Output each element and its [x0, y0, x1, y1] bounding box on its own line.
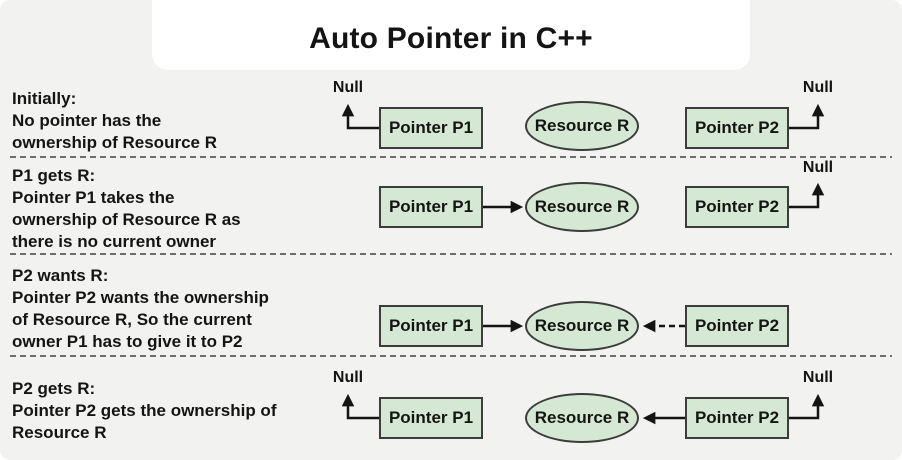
caption-line: ownership of Resource R — [12, 133, 217, 152]
row4-p1-null-arrow — [341, 393, 379, 420]
pointer-p1-node: Pointer P1 — [379, 107, 483, 149]
row2-p2-null-arrow — [789, 182, 825, 209]
title-card: Auto Pointer in C++ — [152, 0, 750, 70]
caption-line: ownership of Resource R as — [12, 210, 241, 229]
resource-r-node: Resource R — [525, 101, 639, 151]
caption-line: Initially: — [12, 89, 77, 108]
pointer-p2-node: Pointer P2 — [685, 397, 789, 439]
row4-p2-null-arrow — [789, 393, 825, 420]
caption-p2-gets-r: P2 gets R: Pointer P2 gets the ownership… — [12, 378, 276, 444]
caption-line: P1 gets R: — [12, 166, 96, 185]
null-label: Null — [802, 79, 834, 96]
resource-r-node: Resource R — [525, 301, 639, 351]
caption-line: P2 wants R: — [12, 266, 109, 285]
caption-initially: Initially: No pointer has the ownership … — [12, 88, 217, 154]
caption-line: Pointer P2 wants the ownership — [12, 288, 269, 307]
caption-p2-wants-r: P2 wants R: Pointer P2 wants the ownersh… — [12, 265, 269, 353]
resource-r-node: Resource R — [525, 393, 639, 443]
null-label: Null — [802, 159, 834, 176]
caption-line: there is no current owner — [12, 232, 217, 251]
caption-line: Resource R — [12, 423, 107, 442]
pointer-p2-node: Pointer P2 — [685, 305, 789, 347]
pointer-p2-node: Pointer P2 — [685, 107, 789, 149]
row1-p1-null-arrow — [341, 103, 379, 130]
caption-line: Pointer P2 gets the ownership of — [12, 401, 277, 420]
pointer-p1-node: Pointer P1 — [379, 305, 483, 347]
caption-line: No pointer has the — [12, 111, 162, 130]
caption-line: owner P1 has to give it to P2 — [12, 332, 243, 351]
caption-line: Pointer P1 takes the — [12, 188, 175, 207]
pointer-p2-node: Pointer P2 — [685, 186, 789, 228]
caption-line: of Resource R, So the current — [12, 310, 252, 329]
null-label: Null — [802, 369, 834, 386]
row-separator — [10, 253, 892, 255]
pointer-p1-node: Pointer P1 — [379, 397, 483, 439]
row-separator — [10, 355, 892, 357]
caption-line: P2 gets R: — [12, 379, 96, 398]
pointer-p1-node: Pointer P1 — [379, 186, 483, 228]
row1-p2-null-arrow — [789, 103, 825, 130]
row-separator — [10, 156, 892, 158]
null-label: Null — [332, 369, 364, 386]
caption-p1-gets-r: P1 gets R: Pointer P1 takes the ownershi… — [12, 165, 241, 253]
page-title: Auto Pointer in C++ — [309, 22, 593, 55]
resource-r-node: Resource R — [525, 182, 639, 232]
null-label: Null — [332, 79, 364, 96]
